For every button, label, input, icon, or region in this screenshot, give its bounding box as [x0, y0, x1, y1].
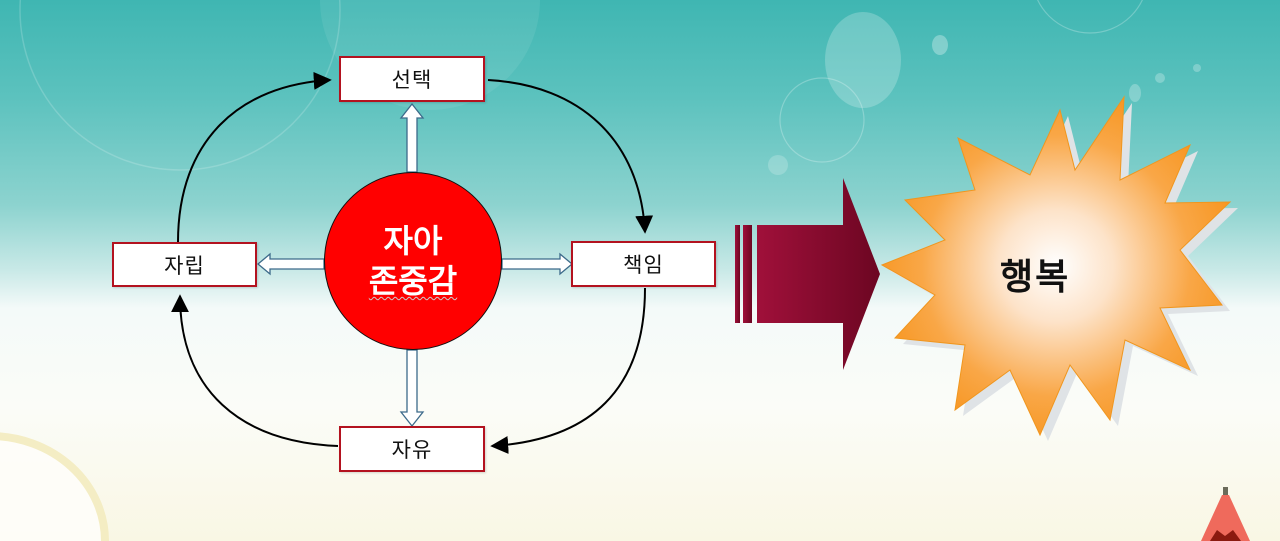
hollow-arrow-down	[399, 349, 425, 428]
result-arrow-icon	[735, 178, 880, 370]
node-independence: 자립	[112, 242, 257, 287]
node-freedom: 자유	[339, 426, 485, 472]
node-choice: 선택	[339, 56, 485, 102]
happiness-burst-icon	[880, 95, 1232, 437]
hollow-arrow-up	[399, 102, 425, 173]
hollow-arrow-right	[501, 252, 574, 276]
center-label-line1: 자아	[383, 222, 443, 260]
arrow-right-to-bottom	[490, 287, 646, 454]
center-label-line2: 존중감	[368, 262, 458, 300]
pencil-icon	[1201, 487, 1250, 541]
hollow-arrow-left	[256, 252, 325, 276]
node-responsibility: 책임	[571, 241, 716, 287]
arrow-top-to-right	[487, 79, 654, 234]
self-esteem-circle: 자아 존중감	[324, 172, 502, 350]
arrow-bottom-to-left	[171, 294, 339, 447]
happiness-label: 행복	[1000, 257, 1071, 298]
arrow-left-to-top	[177, 71, 332, 243]
